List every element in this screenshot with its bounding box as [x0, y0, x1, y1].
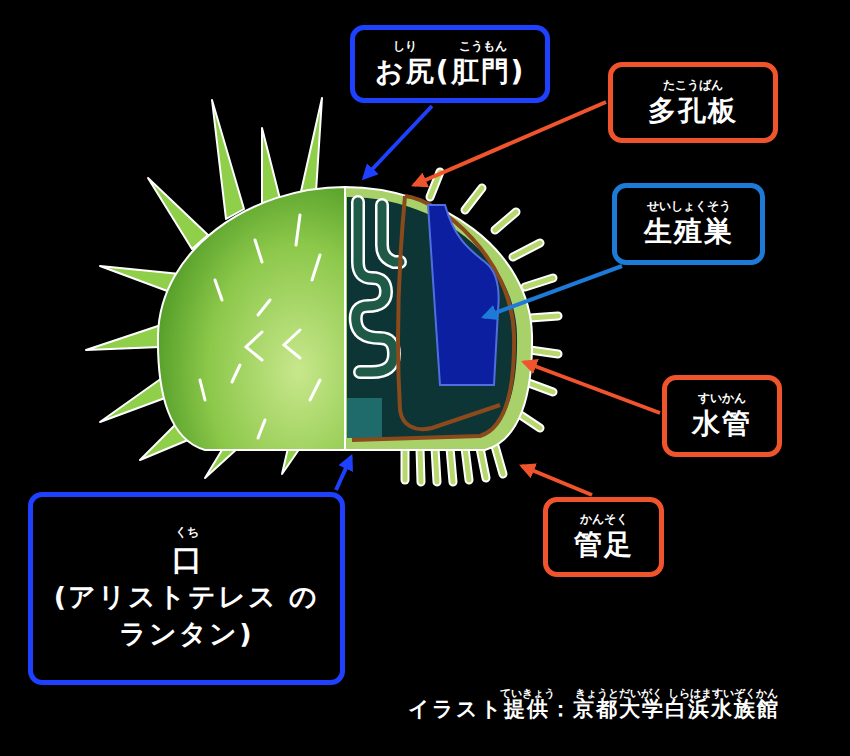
callout-label: 口	[172, 540, 202, 579]
spine	[282, 448, 300, 474]
surface-mark	[255, 240, 262, 262]
shell-section	[345, 187, 532, 450]
tube-foot	[420, 448, 421, 482]
tube-foot	[403, 448, 408, 480]
water-vessel	[352, 196, 514, 440]
tube-foot	[465, 188, 482, 210]
leader-arrow	[336, 457, 351, 490]
spine	[100, 378, 165, 422]
tube-foot	[465, 448, 469, 480]
leader-arrow	[524, 362, 660, 413]
leader-arrow	[336, 102, 660, 495]
surface-mark	[246, 332, 262, 360]
tube-foot	[530, 316, 558, 318]
tube-foot	[495, 212, 516, 230]
credit-text: イラスト提供：京都大学白浜水族館	[408, 697, 780, 722]
callout-box: かんそく管足	[543, 497, 664, 577]
intestine	[382, 205, 400, 262]
furigana: せいしょくそう	[647, 199, 731, 214]
leader-arrow	[364, 106, 432, 178]
tube-foot	[450, 448, 453, 482]
tube-foot	[530, 350, 558, 354]
lantern-region	[347, 398, 382, 438]
tube-foot	[435, 448, 437, 482]
leader-arrow	[414, 102, 606, 185]
tube-foot	[495, 446, 503, 474]
leader-arrow	[484, 266, 622, 317]
body-cavity	[347, 197, 517, 438]
section-divider	[344, 187, 346, 450]
spine	[86, 325, 161, 350]
tube-foot	[530, 316, 558, 318]
surface-mark	[312, 255, 320, 280]
furigana: かんそく	[580, 512, 628, 527]
tube-foot	[525, 278, 553, 287]
furigana: すいかん	[698, 391, 746, 406]
tube-foot	[435, 448, 437, 482]
callout-label: 生殖巣	[644, 214, 734, 249]
surface-mark	[284, 330, 300, 358]
tube-foot	[480, 448, 486, 478]
surface-mark	[232, 365, 240, 382]
furigana: しり こうもん	[393, 39, 507, 54]
gonad	[428, 205, 499, 385]
furigana: たこうばん	[663, 78, 723, 93]
spine	[148, 178, 208, 249]
furigana: くち	[175, 525, 199, 540]
shell-outside	[158, 187, 345, 450]
callout-label: 水管	[692, 406, 752, 441]
intestine	[356, 202, 394, 372]
spine	[262, 128, 280, 204]
callout-box: せいしょくそう生殖巣	[612, 183, 765, 265]
callout-label: (アリストテレス のランタン)	[52, 579, 322, 652]
intestine	[382, 205, 400, 262]
surface-mark	[258, 300, 270, 315]
callout-box: くち口(アリストテレス のランタン)	[28, 492, 345, 685]
callout-box: しり こうもんお尻(肛門)	[350, 25, 550, 103]
callout-box: すいかん水管	[662, 375, 782, 457]
tube-foot	[495, 212, 516, 230]
water-vessel	[398, 196, 500, 429]
surface-mark	[200, 215, 320, 438]
callout-label: お尻(肛門)	[375, 54, 526, 89]
tube-foot	[401, 448, 410, 480]
tube-foot	[480, 448, 486, 478]
tube-foot	[420, 448, 421, 482]
tube-foot	[513, 243, 540, 257]
surface-mark	[200, 380, 205, 400]
surface-mark	[258, 420, 265, 438]
tube-foot	[513, 243, 540, 257]
spine	[212, 100, 244, 219]
tube-foot	[525, 278, 553, 287]
surface-mark	[310, 380, 320, 400]
callout-label: 多孔板	[648, 93, 738, 128]
tube-foot	[450, 448, 453, 482]
tube-foot	[465, 448, 469, 480]
water-vessel	[352, 196, 514, 440]
tube-foot	[495, 446, 503, 474]
surface-mark	[215, 280, 222, 300]
callout-box: たこうばん多孔板	[608, 62, 778, 143]
surface-mark	[296, 215, 300, 245]
tube-foot	[465, 188, 482, 210]
tube-foot	[530, 350, 558, 354]
callout-label: 管足	[574, 527, 634, 562]
spine	[300, 98, 322, 196]
leader-arrow	[522, 466, 592, 495]
intestine	[356, 202, 400, 372]
